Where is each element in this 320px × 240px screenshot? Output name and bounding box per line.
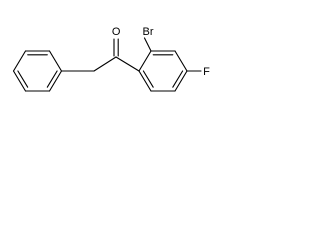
- bond: [48, 70, 63, 92]
- double-bond-inner: [172, 70, 184, 88]
- double-bond-inner: [142, 70, 154, 88]
- bond: [12, 70, 27, 92]
- bond: [115, 56, 140, 72]
- molecule-drawing: O Br F: [12, 26, 210, 92]
- structure-diagram: O Br F: [0, 0, 242, 128]
- bromine-atom-label: Br: [143, 26, 154, 38]
- phenyl-ring: [12, 50, 63, 92]
- bond: [174, 50, 188, 72]
- double-bond-inner: [46, 70, 58, 88]
- bromofluorophenyl-ring: [138, 37, 202, 92]
- bond: [138, 50, 152, 72]
- oxygen-atom-label: O: [112, 26, 121, 38]
- bond: [12, 50, 27, 72]
- fluorine-atom-label: F: [203, 66, 210, 78]
- linker-and-carbonyl: [60, 38, 140, 72]
- bond: [93, 56, 117, 72]
- bond: [138, 70, 152, 92]
- bromine-bond: [143, 37, 152, 52]
- double-bond-inner: [17, 70, 29, 88]
- bond: [48, 50, 63, 72]
- bond: [174, 70, 188, 92]
